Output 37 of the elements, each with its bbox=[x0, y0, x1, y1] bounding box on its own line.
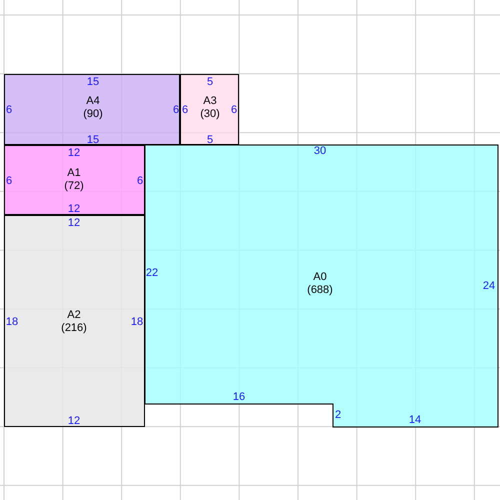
dimension-label: 12 bbox=[68, 147, 80, 159]
area-value: (216) bbox=[61, 322, 87, 334]
dimension-label: 15 bbox=[86, 134, 100, 146]
dimension-label: 12 bbox=[68, 415, 80, 427]
area-name: A3 bbox=[203, 95, 217, 107]
area-region bbox=[4, 74, 180, 145]
area-value: (30) bbox=[200, 108, 220, 120]
dimension-label: 6 bbox=[6, 175, 12, 187]
dimension-label: 16 bbox=[232, 391, 246, 403]
area-region bbox=[180, 74, 239, 145]
dimension-label: 14 bbox=[408, 414, 422, 426]
area-name: A0 bbox=[313, 271, 327, 283]
area-region bbox=[145, 145, 498, 427]
dimension-label: 15 bbox=[86, 76, 100, 88]
area-region bbox=[4, 215, 145, 427]
dimension-label: 5 bbox=[206, 134, 214, 146]
area-value: (90) bbox=[83, 108, 103, 120]
dimension-label: 6 bbox=[136, 175, 144, 187]
area-region bbox=[4, 145, 145, 215]
area-value: (688) bbox=[307, 284, 333, 296]
dimension-label: 6 bbox=[172, 104, 180, 116]
area-name: A1 bbox=[67, 167, 81, 179]
dimension-label: 12 bbox=[68, 203, 80, 215]
dimension-label: 30 bbox=[314, 145, 326, 157]
dimension-label: 6 bbox=[230, 104, 238, 116]
area-name: A4 bbox=[86, 95, 100, 107]
dimension-label: 18 bbox=[6, 316, 18, 328]
area-value: (72) bbox=[64, 180, 84, 192]
area-name: A2 bbox=[67, 309, 81, 321]
dimension-label: 5 bbox=[206, 76, 214, 88]
dimension-label: 12 bbox=[68, 217, 80, 229]
dimension-label: 6 bbox=[182, 104, 188, 116]
dimension-label: 18 bbox=[130, 316, 144, 328]
dimension-label: 6 bbox=[6, 104, 12, 116]
dimension-label: 2 bbox=[334, 409, 342, 421]
dimension-label: 22 bbox=[146, 267, 158, 279]
dimension-label: 24 bbox=[482, 280, 496, 292]
